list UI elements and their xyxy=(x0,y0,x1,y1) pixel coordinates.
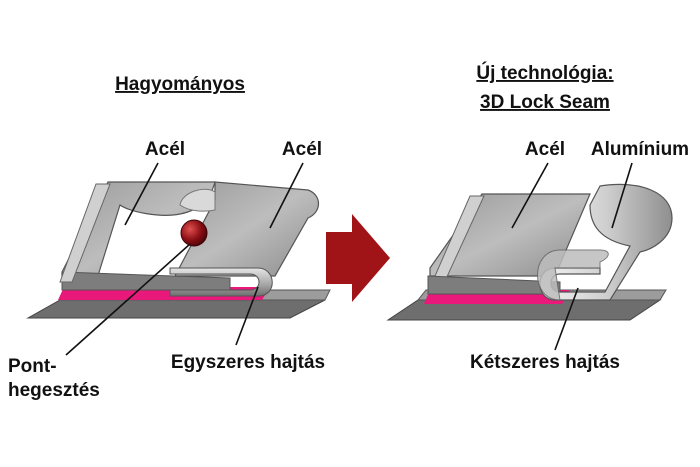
left-steel-label-1: Acél xyxy=(145,139,185,160)
new-tech-title-line2: 3D Lock Seam xyxy=(480,92,610,113)
left-fold xyxy=(169,267,273,297)
right-steel-label: Acél xyxy=(525,139,565,160)
left-curl-top xyxy=(179,188,216,212)
aluminium-fold-inner xyxy=(537,249,609,301)
spot-weld-label-line1: Pont- xyxy=(8,356,57,377)
lock-seam-assembly xyxy=(386,162,673,351)
traditional-title: Hagyományos xyxy=(115,74,245,95)
right-arrow-icon xyxy=(326,214,390,302)
left-base-plate xyxy=(26,299,326,319)
left-steel-flange xyxy=(59,183,111,283)
new-tech-title-line1: Új technológia: xyxy=(476,62,613,84)
left-steel-label-2: Acél xyxy=(282,139,322,160)
spot-weld-label-line2: hegesztés xyxy=(8,380,100,401)
aluminium-label: Alumínium xyxy=(591,139,689,160)
traditional-assembly xyxy=(26,162,331,356)
single-fold-label: Egyszeres hajtás xyxy=(171,352,325,373)
right-steel-sheet xyxy=(174,181,320,277)
double-fold-label: Kétszeres hajtás xyxy=(470,352,620,373)
spot-weld-icon xyxy=(180,219,208,247)
